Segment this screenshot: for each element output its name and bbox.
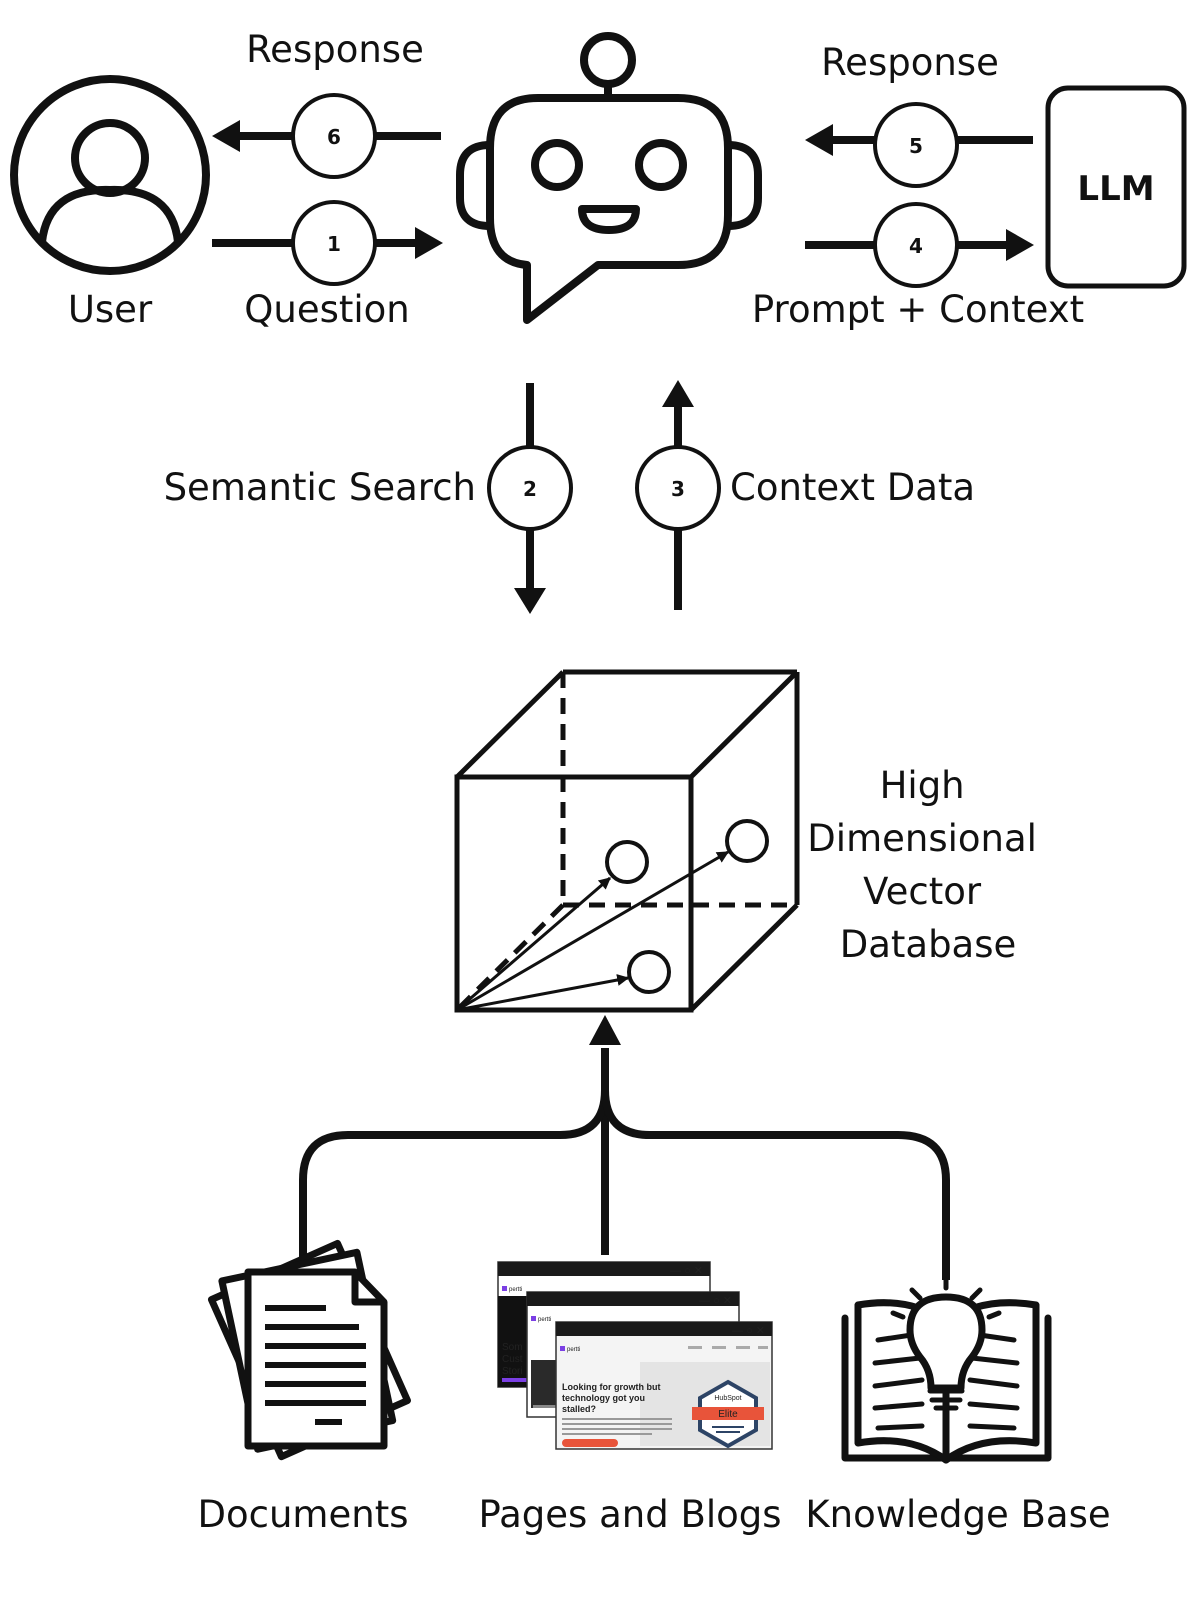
user-icon: [10, 75, 210, 275]
svg-text:— ○ ✕: — ○ ✕: [699, 1295, 732, 1307]
step-6-number: 6: [327, 125, 341, 149]
response-to-user-arrow: [212, 93, 441, 179]
step-2-number: 2: [523, 477, 537, 501]
question-label: Question: [244, 288, 410, 331]
semantic-search-label: Semantic Search: [164, 466, 476, 509]
open-book-lightbulb-icon: [841, 1277, 1052, 1464]
step-5-number: 5: [909, 134, 923, 158]
svg-text:Som Cust Stori: Som Cust Stori: [502, 1342, 525, 1377]
vector-db-label-line-2: Dimensional: [807, 817, 1037, 860]
browser-window-front: — ○ ✕ pertti Looking for growth but tech…: [555, 1321, 773, 1450]
svg-text:Looking for growth but: Looking for growth but technology got yo…: [562, 1382, 663, 1414]
svg-text:— ○ ✕: — ○ ✕: [670, 1265, 703, 1277]
badge-brand: HubSpot: [714, 1395, 741, 1402]
thumb-logo-1: pertti: [509, 1287, 522, 1293]
user-response-label: Response: [246, 28, 424, 71]
semantic-search-arrow: [487, 383, 573, 614]
context-data-label: Context Data: [730, 466, 975, 509]
badge-tier: Elite: [718, 1409, 738, 1420]
vector-db-label-line-4: Database: [840, 923, 1017, 966]
robot-chatbot-icon: [456, 32, 762, 324]
hubspot-elite-badge: HubSpot Elite: [692, 1379, 764, 1449]
thumb-side-text-1: Som: [502, 1342, 523, 1353]
step-1-number: 1: [327, 232, 341, 256]
documents-label: Documents: [198, 1493, 409, 1536]
llm-box: [1045, 85, 1187, 289]
web-pages-icon: — ○ ✕ pertti Som Cust Stori — ○ ✕ pertti: [497, 1261, 773, 1450]
documents-icon: [207, 1239, 411, 1461]
llm-response-arrow: [805, 102, 1033, 188]
llm-response-label: Response: [821, 41, 999, 84]
vector-cube-icon: [454, 669, 800, 1013]
ingestion-connectors: [299, 1048, 950, 1280]
svg-text:— ○ ✕: — ○ ✕: [732, 1325, 765, 1337]
llm-label: LLM: [1077, 169, 1154, 209]
vector-db-label-line-3: Vector: [863, 870, 982, 913]
thumb-side-text-3: Stori: [502, 1366, 523, 1377]
user-label: User: [68, 288, 153, 331]
thumb-headline-line-3: stalled?: [562, 1404, 596, 1414]
prompt-context-arrow: [805, 202, 1034, 288]
ingest-arrowhead: [589, 1015, 621, 1045]
prompt-context-label: Prompt + Context: [752, 288, 1084, 331]
thumb-headline-line-1: Looking for growth but: [562, 1382, 660, 1392]
thumb-headline-line-2: technology got you: [562, 1393, 645, 1403]
thumb-side-text-2: Cust: [502, 1354, 523, 1365]
question-arrow: [212, 200, 443, 286]
context-data-arrow: [635, 380, 721, 610]
vector-db-label-line-1: High: [880, 764, 965, 807]
step-4-number: 4: [909, 234, 923, 258]
pages-blogs-label: Pages and Blogs: [478, 1493, 781, 1536]
thumb-logo-3: pertti: [567, 1347, 580, 1353]
knowledge-base-label: Knowledge Base: [805, 1493, 1110, 1536]
thumb-logo-2: pertti: [538, 1317, 551, 1323]
step-3-number: 3: [671, 477, 685, 501]
vector-db-label: High Dimensional Vector Database: [807, 764, 1048, 966]
